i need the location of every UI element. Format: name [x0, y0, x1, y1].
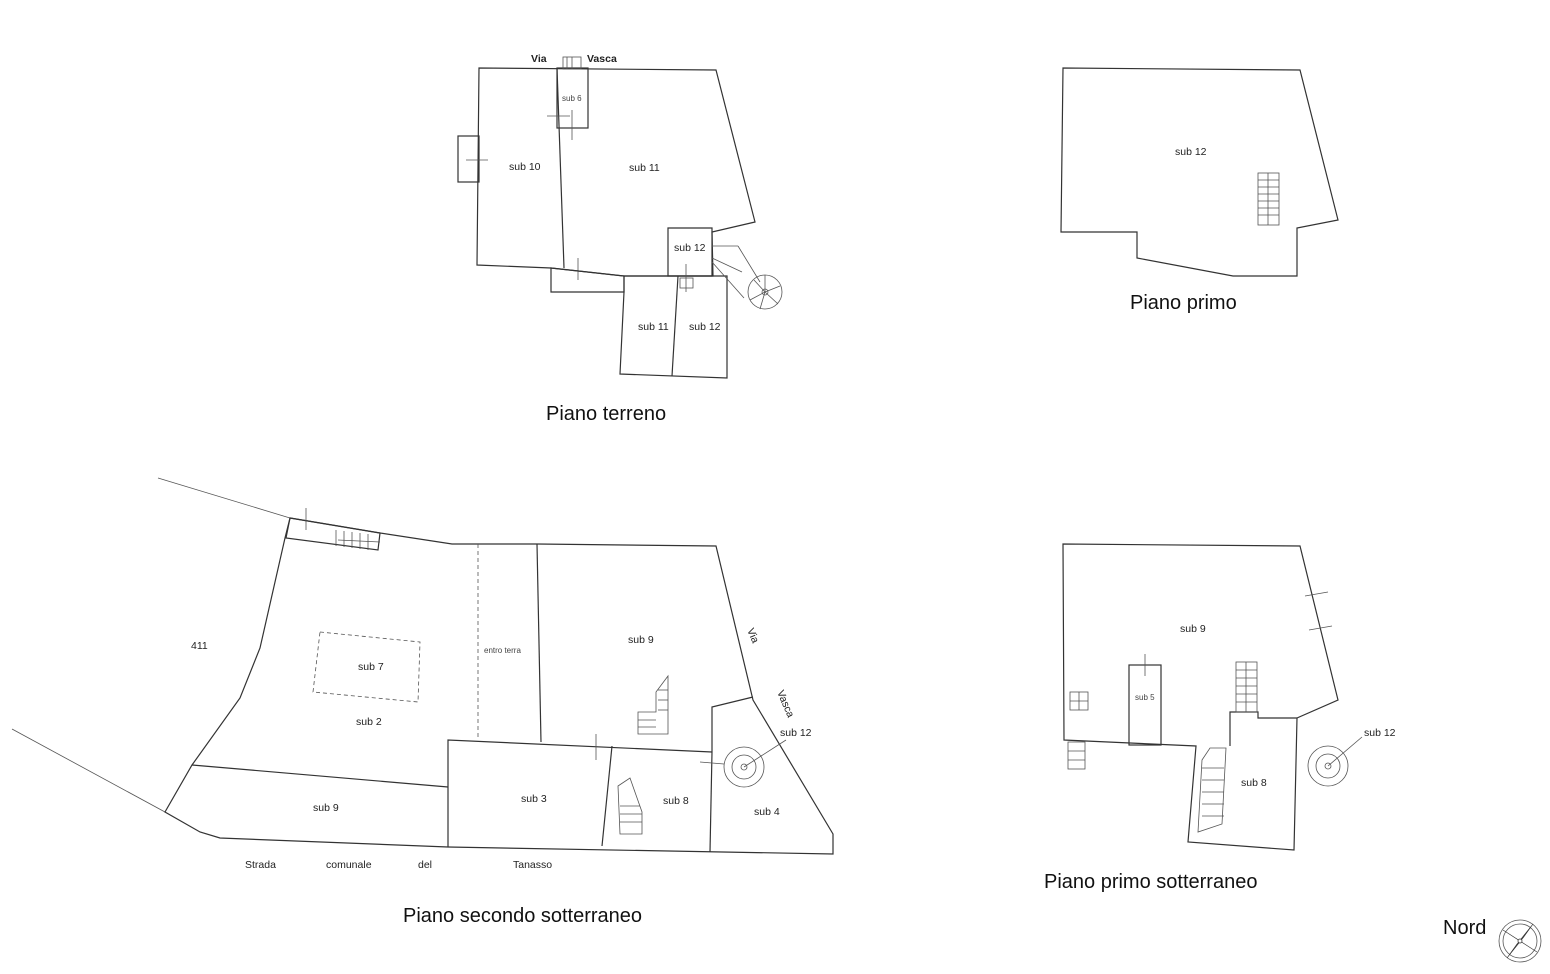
room-label-sub11-main: sub 11	[629, 162, 660, 174]
room-label-sub5: sub 5	[1135, 693, 1155, 702]
second-basement-plan: 411 sub 7 sub 2 entro terra sub 9 sub 9 …	[11, 477, 834, 927]
parcel-label-411: 411	[191, 640, 208, 652]
room-label-sub9: sub 9	[1180, 623, 1206, 635]
floor-title-second-basement: Piano secondo sotterraneo	[403, 905, 642, 927]
room-label-sub12: sub 12	[1364, 727, 1396, 739]
road-label-tanasso: Tanasso	[513, 859, 552, 871]
room-label-sub11-annex: sub 11	[638, 321, 669, 333]
street-label-vasca: Vasca	[587, 53, 617, 65]
room-label-sub9-lower: sub 9	[313, 802, 339, 814]
room-label-sub8: sub 8	[663, 795, 689, 807]
room-label-sub12-annex: sub 12	[689, 321, 721, 333]
north-compass: Nord	[1443, 917, 1542, 963]
road-label-strada: Strada	[245, 859, 276, 871]
floor-title-ground: Piano terreno	[546, 403, 666, 425]
room-label-sub3: sub 3	[521, 793, 547, 805]
room-label-sub7: sub 7	[358, 661, 384, 673]
label-entro-terra: entro terra	[484, 646, 521, 655]
room-label-sub6: sub 6	[562, 94, 582, 103]
room-label-sub12: sub 12	[1175, 146, 1207, 158]
street-label-via-rotated: Via	[744, 626, 761, 645]
road-label-comunale: comunale	[326, 859, 372, 871]
floor-title-first: Piano primo	[1130, 292, 1237, 314]
room-label-sub2: sub 2	[356, 716, 382, 728]
street-label-via: Via	[531, 53, 547, 65]
room-label-sub9-upper: sub 9	[628, 634, 654, 646]
road-label-del: del	[418, 859, 432, 871]
compass-label: Nord	[1443, 917, 1486, 939]
first-floor-plan: sub 12 Piano primo	[1060, 67, 1339, 314]
room-label-sub8: sub 8	[1241, 777, 1267, 789]
first-basement-plan: sub 9 sub 5 sub 8 sub 12 Piano primo sot…	[1044, 543, 1396, 893]
room-label-sub10: sub 10	[509, 161, 541, 173]
room-label-sub4: sub 4	[754, 806, 780, 818]
room-label-sub12: sub 12	[780, 727, 812, 739]
room-label-sub12-small: sub 12	[674, 242, 706, 254]
floor-title-first-basement: Piano primo sotterraneo	[1044, 871, 1257, 893]
street-label-vasca-rotated: Vasca	[774, 688, 796, 719]
ground-floor-plan: Via Vasca sub 6 sub 10 sub 11 sub 12 sub…	[457, 53, 783, 425]
